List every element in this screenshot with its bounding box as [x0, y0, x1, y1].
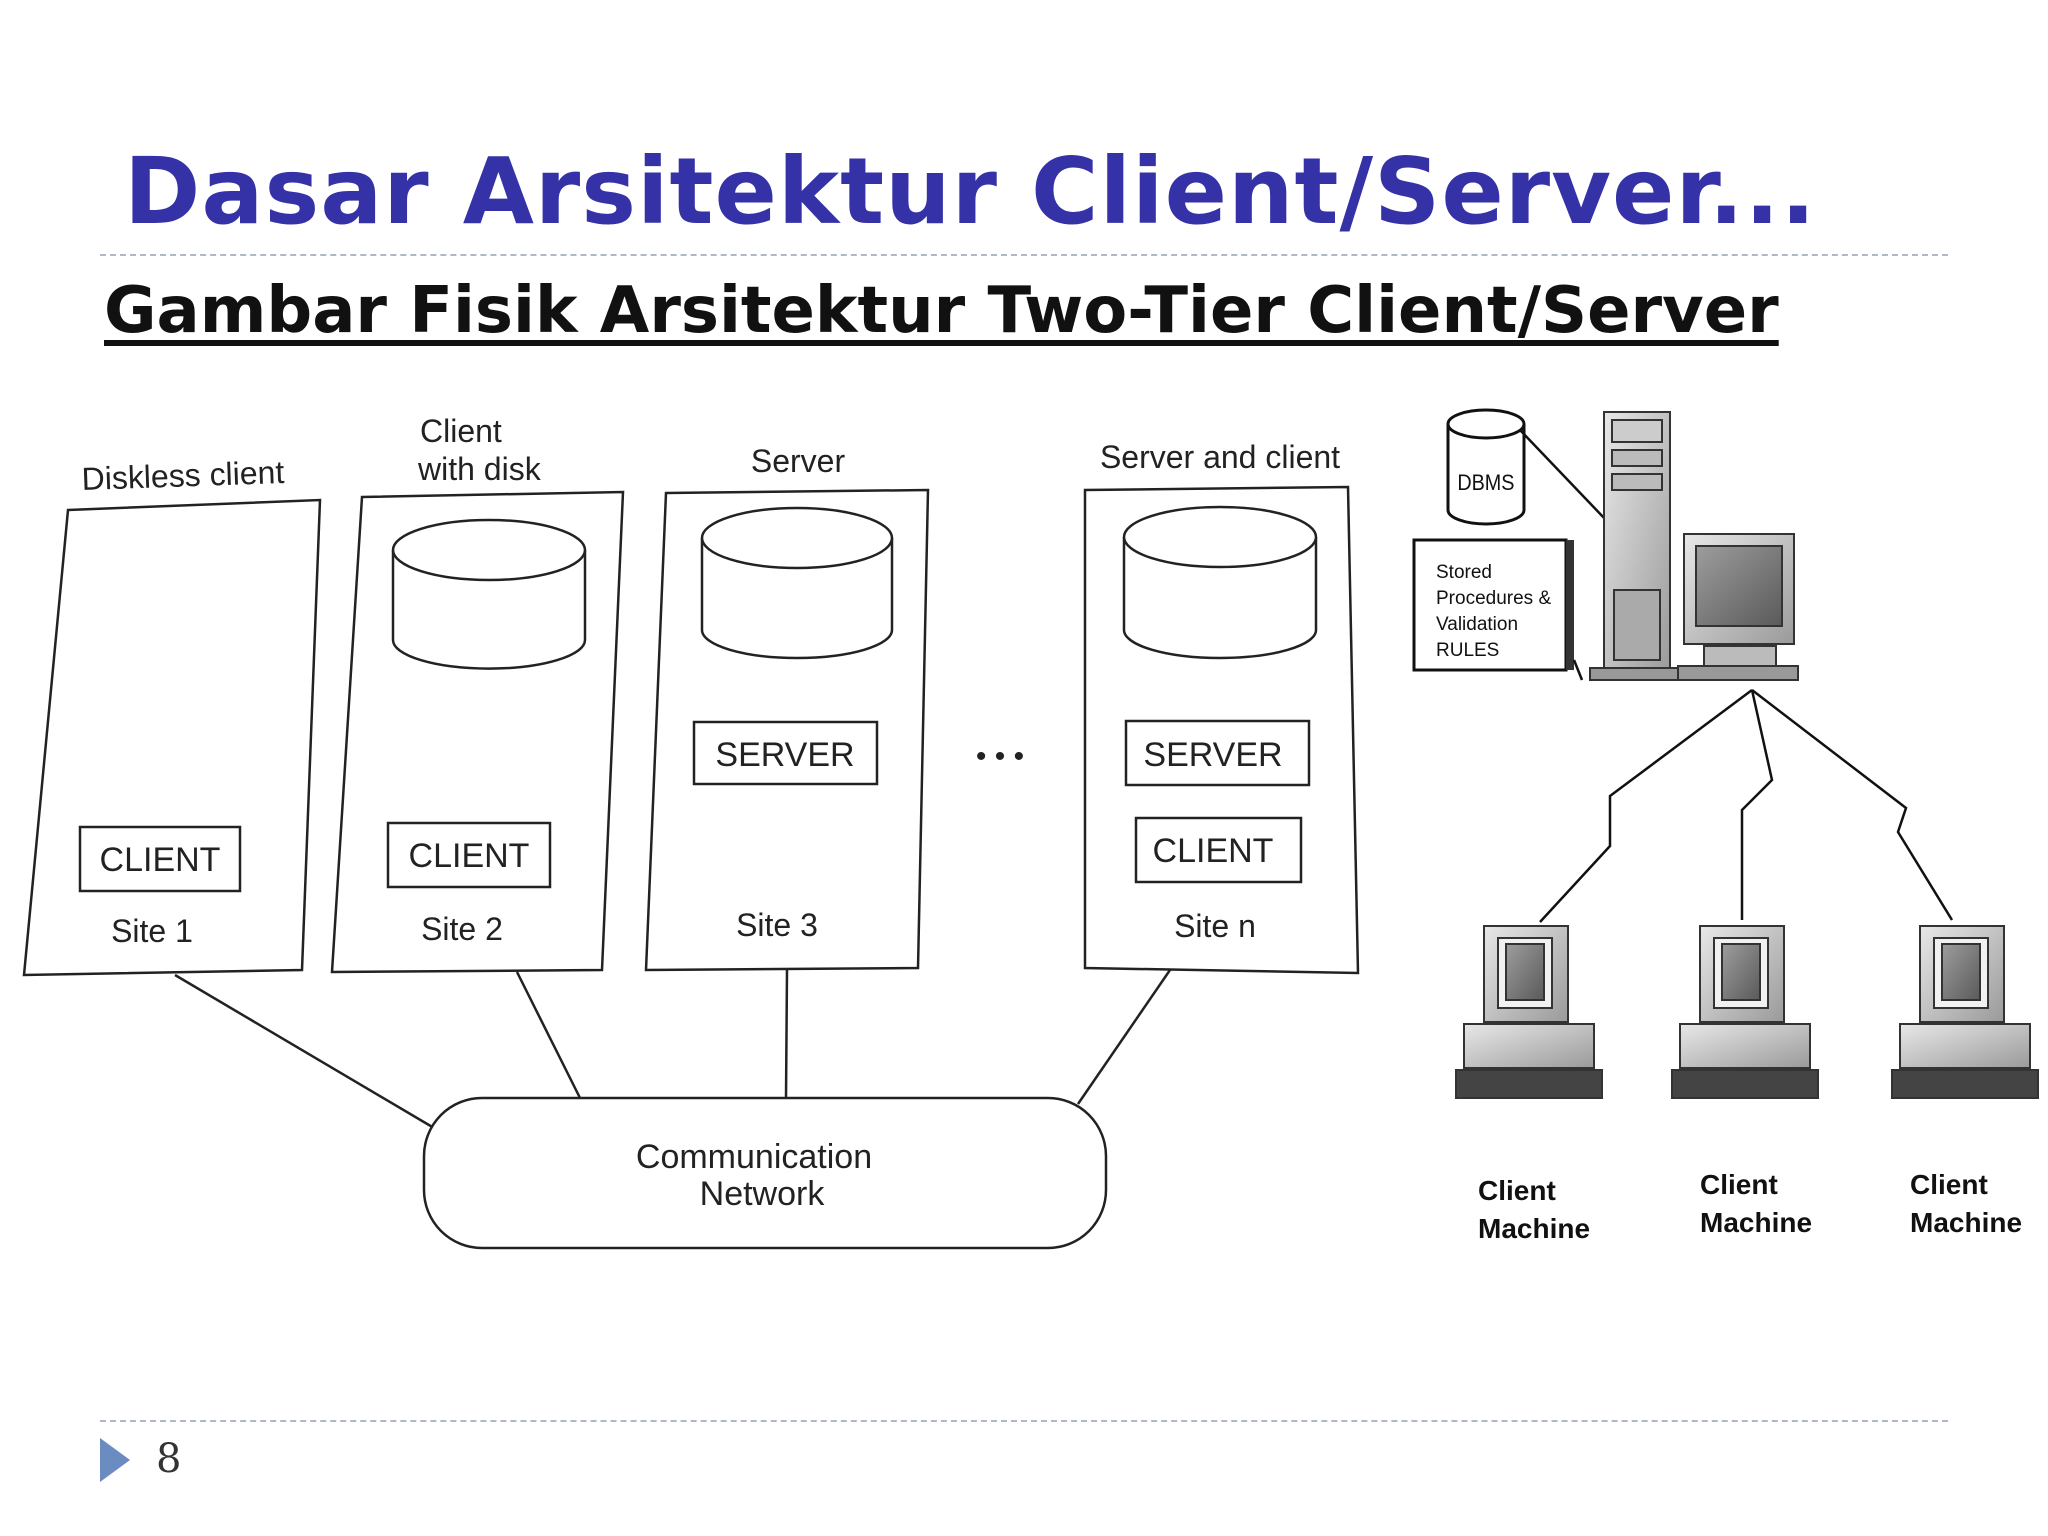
site-label: Site 3: [736, 907, 818, 943]
ellipsis: • • •: [976, 740, 1024, 773]
server-box: [692, 720, 879, 786]
dbms-cylinder: DBMS: [1446, 408, 1526, 526]
title-divider: [100, 254, 1948, 256]
server-box-label: SERVER: [715, 736, 854, 774]
client-machine-1: Client Machine: [1455, 925, 1603, 1244]
two-tier-diagram: DBMS Stored Procedures & Validation RULE…: [1412, 408, 2039, 1244]
footer-divider: [100, 1420, 1948, 1422]
server-computer-icon: [1589, 411, 1799, 681]
site-label: Site 1: [111, 913, 193, 949]
triangle-bullet-icon: [100, 1438, 130, 1482]
site-label: Site n: [1174, 908, 1256, 944]
disk-cylinder: [391, 518, 587, 670]
client-computer-icon: [1671, 925, 1819, 1099]
client-box: [386, 821, 552, 889]
network-links: [174, 969, 1172, 1130]
server-box-label: SERVER: [1143, 736, 1282, 774]
distributed-sites-diagram: Diskless client CLIENT Site 1 Client wit…: [22, 413, 1360, 1250]
client-box-label: CLIENT: [100, 841, 221, 879]
site-3: Server SERVER Site 3: [644, 443, 930, 972]
client-machine-label-line2: Machine: [1700, 1207, 1812, 1238]
stored-procedures-line: Stored: [1436, 562, 1492, 583]
client-box: [78, 825, 242, 893]
site-header-line1: Client: [420, 413, 502, 449]
site-header-line2: with disk: [417, 451, 542, 487]
site-n: Server and client SERVER CLIENT Site n: [1083, 439, 1360, 975]
client-machine-3: Client Machine: [1891, 925, 2039, 1238]
client-box: [1134, 816, 1303, 884]
site-header: Diskless client: [81, 454, 285, 497]
client-box-label: CLIENT: [1153, 832, 1274, 870]
client-box-label: CLIENT: [409, 837, 530, 875]
dbms-label: DBMS: [1457, 471, 1514, 495]
client-machine-label-line1: Client: [1910, 1169, 1988, 1200]
disk-cylinder: [700, 506, 894, 660]
network-label-line2: Network: [700, 1175, 826, 1213]
slide-subtitle: Gambar Fisik Arsitektur Two-Tier Client/…: [104, 274, 1779, 348]
client-computer-icon: [1455, 925, 1603, 1099]
site-2: Client with disk CLIENT Site 2: [330, 413, 625, 974]
disk-cylinder: [1122, 505, 1318, 660]
site-header: Server: [751, 443, 846, 479]
stored-procedures-line: Procedures &: [1436, 588, 1551, 609]
client-machine-label-line1: Client: [1478, 1175, 1556, 1206]
network-label-line1: Communication: [636, 1138, 872, 1176]
site-header: Server and client: [1100, 439, 1340, 475]
client-machine-label-line1: Client: [1700, 1169, 1778, 1200]
site-1: Diskless client CLIENT Site 1: [22, 454, 322, 977]
client-machine-2: Client Machine: [1671, 925, 1819, 1238]
client-computer-icon: [1891, 925, 2039, 1099]
stored-procedures-box: Stored Procedures & Validation RULES: [1412, 538, 1574, 672]
server-box: [1124, 719, 1311, 787]
stored-procedures-line: Validation: [1436, 614, 1518, 635]
client-machine-label-line2: Machine: [1478, 1213, 1590, 1244]
site-label: Site 2: [421, 911, 503, 947]
stored-procedures-line: RULES: [1436, 640, 1499, 661]
client-machine-label-line2: Machine: [1910, 1207, 2022, 1238]
communication-network: Communication Network: [422, 1096, 1108, 1250]
client-links: [1539, 688, 1954, 923]
slide-title: Dasar Arsitektur Client/Server...: [124, 138, 1817, 245]
page-number: 8: [156, 1436, 182, 1482]
